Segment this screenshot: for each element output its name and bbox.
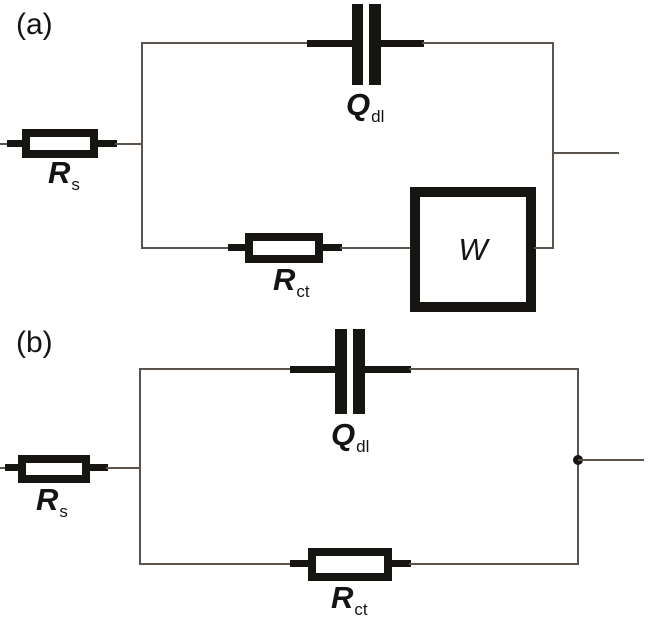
rs-a-right-lead [97,140,117,147]
wire-rct-to-w-a [340,247,412,249]
resistor-rct-a [245,233,323,263]
panel-label-a: (a) [16,8,53,41]
qdl-b-left-lead [290,366,336,373]
wire-top-left-a [141,42,309,44]
resistor-rs-a [22,129,98,158]
warburg-label-a: W [458,231,488,267]
wire-rs-to-node-a [115,143,143,145]
label-qdl-b: Qdl [331,417,370,456]
rct-b-left-lead [290,560,309,567]
rct-a-right-lead [322,244,342,251]
rct-b-right-lead [391,560,411,567]
qdl-b-plate-left [335,329,347,414]
rct-a-left-lead [228,244,246,251]
panel-label-b: (b) [16,326,53,359]
label-rs-a: Rs [48,155,80,194]
wire-left-vertical-b [139,368,141,565]
qdl-b-plate-right [353,329,365,414]
qdl-a-left-lead [307,40,353,47]
wire-rs-to-node-b [106,467,141,469]
qdl-a-right-lead [380,40,424,47]
rs-b-right-lead [89,464,108,471]
wire-output-a [553,152,619,154]
wire-output-b [578,459,644,461]
wire-rct-to-vertical-b [409,563,579,565]
rs-b-left-lead [5,464,19,471]
wire-w-to-vertical-a [534,247,554,249]
label-rs-b: Rs [36,482,68,521]
wire-bottom-left-a [141,247,230,249]
label-rct-b: Rct [331,580,368,619]
resistor-rct-b [308,548,392,581]
wire-bottom-left-b [139,563,292,565]
wire-top-left-b [139,368,292,370]
resistor-rs-b [18,455,90,483]
warburg-box-a: W [410,187,536,312]
wire-right-vertical-b [577,368,579,565]
label-qdl-a: Qdl [346,87,385,126]
qdl-b-right-lead [364,366,411,373]
wire-right-vertical-a [552,42,554,249]
qdl-a-plate-right [369,4,381,85]
wire-top-right-b [409,368,579,370]
wire-top-right-a [422,42,554,44]
wire-input-a [0,143,12,145]
rs-a-left-lead [7,140,22,147]
label-rct-a: Rct [273,262,310,301]
wire-left-vertical-a [141,42,143,249]
qdl-a-plate-left [352,4,363,85]
